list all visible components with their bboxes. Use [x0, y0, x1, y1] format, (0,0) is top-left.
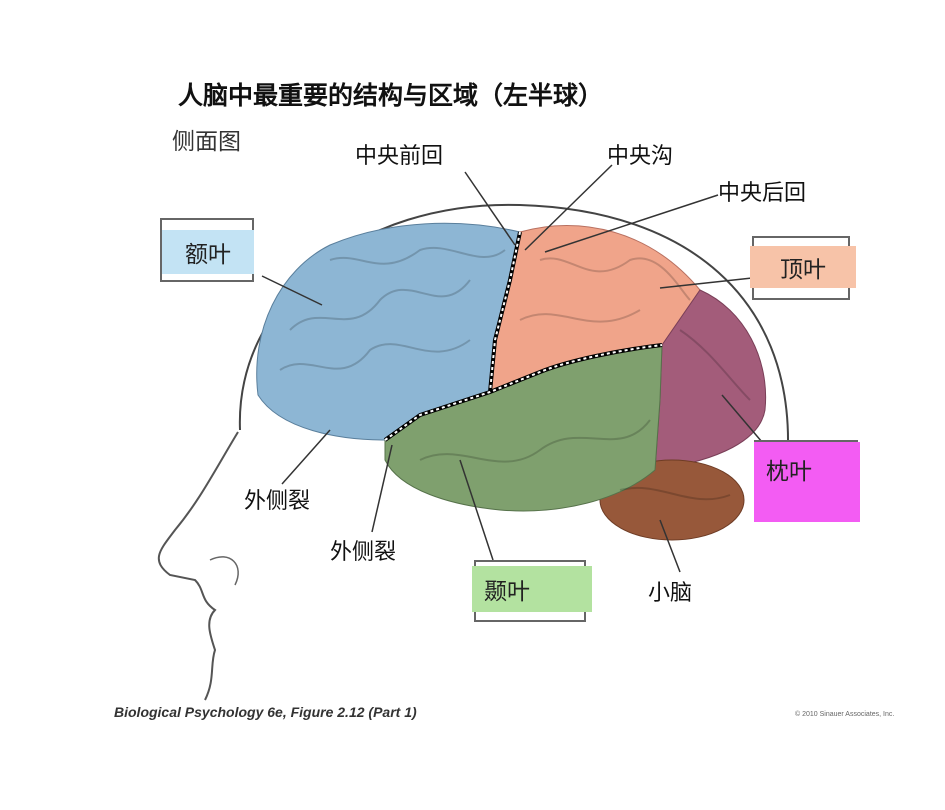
page-title: 人脑中最重要的结构与区域（左半球） [178, 81, 604, 110]
copyright: © 2010 Sinauer Associates, Inc. [795, 711, 895, 718]
gyri-texture [279, 246, 751, 501]
label-lateral-fissure-2: 外侧裂 [330, 540, 397, 565]
frontal-lobe [256, 222, 521, 441]
label-postcentral-gyrus: 中央后回 [718, 181, 807, 206]
leader-lines [261, 164, 763, 573]
dotted-boundaries [383, 231, 663, 442]
label-temporal-lobe: 颞叶 [472, 566, 592, 612]
label-central-sulcus: 中央沟 [607, 144, 674, 169]
label-frontal-lobe: 额叶 [162, 230, 254, 274]
label-precentral-gyrus: 中央前回 [355, 144, 444, 169]
subtitle: 侧面图 [172, 129, 241, 155]
label-occipital-lobe: 枕叶 [754, 442, 860, 522]
label-lateral-fissure-1: 外侧裂 [244, 489, 311, 514]
figure-caption: Biological Psychology 6e, Figure 2.12 (P… [114, 704, 417, 720]
nostril [209, 556, 239, 586]
label-parietal-lobe: 顶叶 [750, 246, 856, 288]
face-profile [157, 431, 239, 701]
label-cerebellum: 小脑 [648, 581, 693, 606]
